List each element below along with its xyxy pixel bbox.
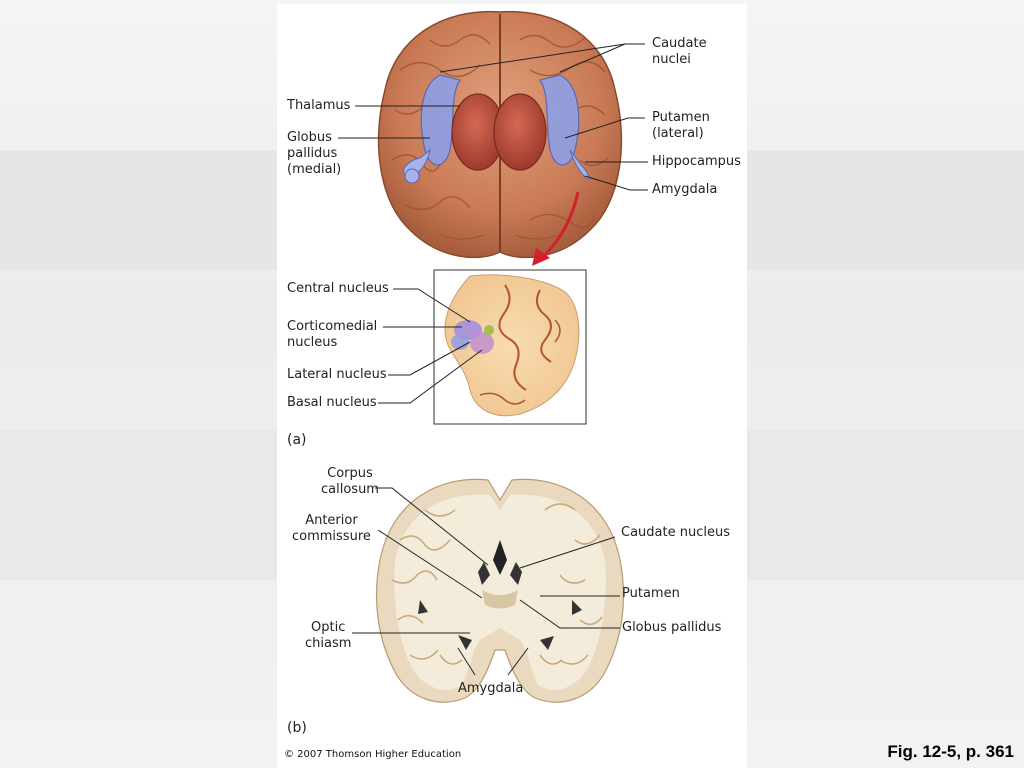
- label-putamen: Putamen: [622, 586, 680, 601]
- label-basal-nucleus: Basal nucleus: [287, 395, 377, 410]
- label-optic-chiasm: Optic chiasm: [305, 620, 352, 651]
- copyright-text: © 2007 Thomson Higher Education: [284, 749, 462, 760]
- coronal-brain-section: [375, 478, 625, 703]
- panel-a-label: (a): [287, 432, 307, 448]
- leader-lines-bottom: [352, 487, 620, 676]
- amygdala-inset: [433, 269, 587, 425]
- leader-lines-inset: [378, 288, 483, 404]
- label-corticomedial-nucleus: Corticomedial nucleus: [287, 319, 378, 350]
- label-corpus-callosum: Corpus callosum: [321, 466, 379, 497]
- label-globus-pallidus-medial: Globus pallidus (medial): [287, 130, 342, 177]
- label-hippocampus: Hippocampus: [652, 154, 741, 169]
- label-anterior-commissure: Anterior commissure: [292, 513, 371, 544]
- label-amygdala-top: Amygdala: [652, 182, 718, 197]
- leader-lines-top: [338, 43, 648, 191]
- label-caudate-nucleus: Caudate nucleus: [621, 525, 730, 540]
- label-putamen-lateral: Putamen (lateral): [652, 110, 710, 141]
- brain-3d-illustration: [377, 10, 623, 259]
- label-lateral-nucleus: Lateral nucleus: [287, 367, 387, 382]
- panel-b-label: (b): [287, 720, 307, 736]
- pointer-arrow: [532, 191, 580, 266]
- label-central-nucleus: Central nucleus: [287, 281, 389, 296]
- figure-caption: Fig. 12-5, p. 361: [887, 742, 1014, 761]
- label-thalamus: Thalamus: [287, 98, 351, 113]
- label-caudate-nuclei: Caudate nuclei: [652, 36, 707, 67]
- label-globus-pallidus: Globus pallidus: [622, 620, 722, 635]
- label-amygdala-bottom: Amygdala: [458, 681, 524, 696]
